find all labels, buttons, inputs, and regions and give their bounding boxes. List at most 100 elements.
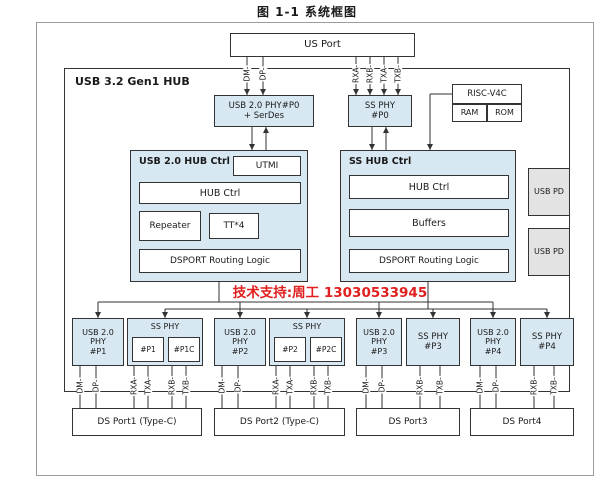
signal-label-p2-dm: DM- (217, 377, 227, 395)
signal-label-us-rxb: RXB- (365, 63, 375, 85)
signal-label-p1-rxa: RXA- (129, 375, 139, 397)
usb2-hub-ctrl-inner-label: HUB Ctrl (199, 187, 241, 199)
us-port-label: US Port (304, 39, 341, 50)
signal-label-p3-rxb: RXB- (415, 375, 425, 397)
usb2-phy-p3-line2: PHY (371, 337, 387, 347)
usb2-phy0-line2: + SerDes (243, 111, 285, 121)
ds-port1-box: DS Port1 (Type-C) (72, 408, 202, 436)
ss-phy0-box: SS PHY #P0 (348, 95, 412, 127)
usb2-phy-p2-box: USB 2.0 PHY #P2 (214, 318, 266, 366)
signal-label-us-dm: DM- (242, 65, 252, 83)
ds-port4-label: DS Port4 (502, 416, 542, 427)
ss-phy-p4-line2: #P4 (538, 342, 556, 352)
usb-pd-label-1: USB PD (534, 187, 564, 197)
signal-label-p1-txb: TXB- (181, 376, 191, 396)
buffers-box: Buffers (349, 209, 509, 237)
ss-phy-p2-col-box: #P2 (274, 337, 306, 362)
ss-hub-ctrl-title: SS HUB Ctrl (349, 156, 412, 167)
ss-phy-p4-text: SS PHY #P4 (532, 332, 562, 352)
usb2-phy-p1-line3: #P1 (89, 346, 107, 356)
ss-dsport-routing-box: DSPORT Routing Logic (349, 249, 509, 273)
ss-dsport-routing-label: DSPORT Routing Logic (378, 256, 479, 266)
ss-phy-p2-group-label: SS PHY (292, 322, 322, 331)
rom-label: ROM (495, 108, 514, 118)
buffers-label: Buffers (412, 217, 446, 229)
ss-phy-p3-line1: SS PHY (417, 331, 449, 342)
usb2-phy-p1-line1: USB 2.0 (82, 327, 114, 337)
signal-label-p2-rxa: RXA- (271, 375, 281, 397)
rom-box: ROM (487, 104, 522, 122)
signal-label-p4-dm: DM- (475, 377, 485, 395)
watermark-text: 技术支持:周工 13030533945 (232, 285, 428, 301)
ss-phy-p1c-col-box: #P1C (168, 337, 200, 362)
signal-label-p3-dp: DP- (377, 378, 387, 394)
ss-phy-p1-col-label: #P1 (140, 345, 156, 354)
figure-title: 图 1-1 系统框图 (256, 5, 358, 19)
signal-label-us-rxa: RXA- (351, 63, 361, 85)
signal-label-us-txa: TXA- (379, 64, 389, 84)
usb2-phy-p2-line2: PHY (232, 337, 248, 347)
usb2-phy-p4-line1: USB 2.0 (477, 327, 509, 337)
ram-box: RAM (452, 104, 487, 122)
repeater-box: Repeater (139, 211, 201, 241)
usb2-phy-p2-line1: USB 2.0 (224, 327, 256, 337)
signal-label-p2-txa: TXA- (285, 376, 295, 396)
ds-port3-label: DS Port3 (388, 416, 428, 427)
usb2-phy-p3-text: USB 2.0 PHY #P3 (363, 328, 395, 357)
usb2-phy0-box: USB 2.0 PHY#P0 + SerDes (214, 95, 314, 127)
risc-cpu-box: RISC-V4C (452, 84, 522, 104)
usb2-phy-p1-box: USB 2.0 PHY #P1 (72, 318, 124, 366)
signal-label-p4-rxb: RXB- (529, 375, 539, 397)
signal-label-p1-dp: DP- (91, 378, 101, 394)
signal-label-p2-dp: DP- (233, 378, 243, 394)
ss-phy-p3-text: SS PHY #P3 (418, 332, 448, 352)
signal-label-p4-txb: TXB- (549, 376, 559, 396)
signal-label-us-txb: TXB- (393, 64, 403, 84)
usb2-phy-p1-text: USB 2.0 PHY #P1 (82, 328, 114, 357)
ss-phy-p4-line1: SS PHY (531, 331, 563, 342)
usb2-hub-ctrl-title: USB 2.0 HUB Ctrl (139, 156, 230, 167)
utmi-box: UTMI (233, 156, 301, 176)
usb-pd-label-2: USB PD (534, 247, 564, 257)
repeater-label: Repeater (149, 221, 191, 231)
signal-label-p2-txb: TXB- (323, 376, 333, 396)
ss-phy-p2-col-label: #P2 (282, 345, 298, 354)
tt4-box: TT*4 (209, 213, 259, 239)
ss-phy-p1-group-box: SS PHY #P1 #P1C (127, 318, 203, 366)
ss-phy-p1-group-label: SS PHY (150, 322, 180, 331)
usb-pd-box-1: USB PD (528, 168, 570, 216)
usb2-phy-p1-line2: PHY (90, 337, 106, 347)
signal-label-us-dp: DP- (258, 66, 268, 82)
ds-port1-label: DS Port1 (Type-C) (97, 416, 177, 427)
signal-label-p3-txb: TXB- (435, 376, 445, 396)
usb2-dsport-routing-label: DSPORT Routing Logic (169, 256, 270, 266)
usb2-phy-p2-text: USB 2.0 PHY #P2 (224, 328, 256, 357)
ss-phy0-line2: #P0 (371, 111, 389, 121)
usb2-phy-p2-line3: #P2 (231, 346, 249, 356)
usb2-phy-p3-line1: USB 2.0 (363, 327, 395, 337)
ds-port4-box: DS Port4 (470, 408, 574, 436)
ss-hub-ctrl-inner-label: HUB Ctrl (408, 181, 450, 193)
usb2-phy-p3-box: USB 2.0 PHY #P3 (356, 318, 402, 366)
ss-phy-p3-line2: #P3 (424, 342, 442, 352)
ram-label: RAM (460, 108, 479, 118)
usb2-phy0-line1: USB 2.0 PHY#P0 (228, 100, 300, 111)
tt4-label: TT*4 (223, 221, 245, 231)
ss-phy-p1-col-box: #P1 (132, 337, 164, 362)
usb2-phy0-text: USB 2.0 PHY#P0 + SerDes (229, 101, 300, 121)
ds-port2-box: DS Port2 (Type-C) (214, 408, 345, 436)
usb2-phy-p4-line2: PHY (485, 337, 501, 347)
signal-label-p3-dm: DM- (361, 377, 371, 395)
signal-label-p1-txa: TXA- (143, 376, 153, 396)
ss-phy0-text: SS PHY #P0 (365, 101, 395, 121)
risc-cpu-label: RISC-V4C (467, 88, 507, 99)
signal-label-p4-dp: DP- (491, 378, 501, 394)
ss-phy-p3-box: SS PHY #P3 (406, 318, 460, 366)
signal-label-p1-dm: DM- (75, 377, 85, 395)
usb2-hub-ctrl-box: USB 2.0 HUB Ctrl UTMI HUB Ctrl Repeater … (130, 150, 308, 282)
utmi-label: UTMI (255, 161, 279, 171)
usb2-dsport-routing-box: DSPORT Routing Logic (139, 249, 301, 273)
usb2-phy-p4-text: USB 2.0 PHY #P4 (477, 328, 509, 357)
usb2-phy-p4-line3: #P4 (484, 346, 502, 356)
